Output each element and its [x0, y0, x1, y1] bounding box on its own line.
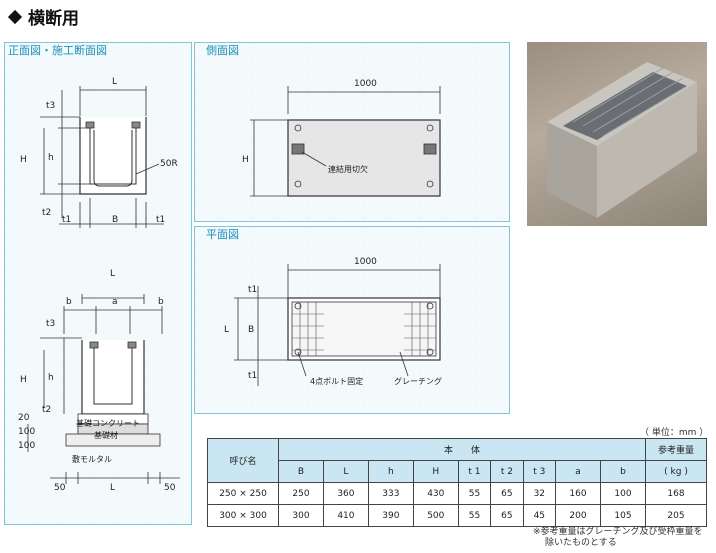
col-header: L: [322, 460, 369, 483]
connection-notch-label: 連結用切欠: [328, 164, 368, 174]
lower-dim-L: L: [110, 269, 115, 279]
lower-dim-100a: 100: [18, 427, 35, 437]
front-dim-B: B: [112, 215, 118, 225]
front-dim-50R: 50R: [160, 159, 178, 169]
front-dim-L: L: [112, 77, 117, 87]
table-cell: 390: [367, 504, 414, 527]
side-panel-tab: 側面図: [206, 44, 239, 57]
row-name: 250 × 250: [207, 482, 279, 505]
table-cell: 500: [412, 504, 459, 527]
table-cell: 410: [322, 504, 369, 527]
col-header: H: [412, 460, 459, 483]
table-cell: 300: [278, 504, 324, 527]
lower-dim-L-bottom: L: [110, 483, 115, 493]
front-dim-t3: t3: [46, 101, 55, 111]
lower-dim-H: H: [20, 375, 27, 385]
weight-note: ※参考重量はグレーチング及び受枠重量を 除いたものとする: [533, 527, 703, 549]
table-cell: 65: [490, 482, 524, 505]
col-header: t 2: [490, 460, 524, 483]
diamond-icon: [7, 9, 23, 25]
col-header: t 1: [457, 460, 492, 483]
table-cell: 65: [490, 504, 524, 527]
plan-dim-t1-top: t1: [248, 285, 257, 295]
plan-view-drawing: 1000 t1 L B t1 4点ボルト固定 グレーチング: [224, 257, 442, 386]
page-title-text: 横断用: [28, 9, 79, 29]
table-cell: 55: [457, 504, 492, 527]
lower-dim-b-right: b: [158, 297, 164, 307]
front-panel-tab: 正面図・施工断面図: [8, 44, 107, 57]
header-body: 本 体: [278, 438, 646, 461]
table-cell: 250: [278, 482, 324, 505]
lower-dim-100b: 100: [18, 441, 35, 451]
table-cell: 430: [412, 482, 459, 505]
table-cell: 360: [322, 482, 369, 505]
lower-dim-50-right: 50: [164, 483, 176, 493]
weight-note-line2: 除いたものとする: [545, 538, 617, 548]
front-dim-t2: t2: [42, 208, 51, 218]
plan-dim-1000: 1000: [354, 257, 377, 267]
lower-dim-h: h: [48, 373, 54, 383]
front-dim-t1-right: t1: [156, 215, 165, 225]
table-row: 300 × 300 300 410 390 500 55 65 45 200 1…: [207, 504, 707, 527]
lower-dim-b-left: b: [66, 297, 72, 307]
product-photo: [527, 42, 707, 226]
table-cell: 100: [599, 482, 647, 505]
grating-label: グレーチング: [394, 376, 442, 386]
side-dim-1000: 1000: [354, 79, 377, 89]
col-header: b: [599, 460, 647, 483]
weight-note-line1: ※参考重量はグレーチング及び受枠重量を: [533, 527, 703, 537]
unit-label: （ 単位：mm ）: [640, 428, 709, 438]
table-cell: 32: [522, 482, 557, 505]
table-row: 250 × 250 250 360 333 430 55 65 32 160 1…: [207, 482, 707, 505]
lower-dim-20: 20: [18, 413, 30, 423]
lower-dim-50-left: 50: [54, 483, 66, 493]
col-header: t 3: [522, 460, 557, 483]
col-header: h: [367, 460, 414, 483]
lower-dim-t2: t2: [42, 405, 51, 415]
table-cell: 200: [555, 504, 601, 527]
front-dim-H: H: [20, 155, 27, 165]
col-header: B: [278, 460, 324, 483]
header-name: 呼び名: [207, 438, 279, 483]
lower-dim-t3: t3: [46, 319, 55, 329]
header-weight: 参考重量: [645, 438, 707, 461]
side-view-drawing: 1000 H 連結用切欠: [242, 79, 441, 197]
plan-dim-t1-bottom: t1: [248, 371, 257, 381]
table-cell: 333: [367, 482, 414, 505]
foundation-concrete-label: 基礎コンクリート: [76, 418, 140, 428]
front-dim-h: h: [48, 153, 54, 163]
table-cell: 55: [457, 482, 492, 505]
table-cell: 45: [522, 504, 557, 527]
weight-cell: 205: [645, 504, 707, 527]
front-section-drawing: L t3 H h t2 t1 B t1 50R L b a b t3 H h t…: [18, 77, 180, 493]
product-photo-illustration: [547, 62, 697, 218]
col-header: a: [555, 460, 601, 483]
plan-dim-B: B: [248, 325, 254, 335]
front-dim-t1-left: t1: [62, 215, 71, 225]
plan-panel-tab: 平面図: [206, 228, 239, 241]
foundation-material-label: 基礎材: [94, 430, 118, 440]
side-dim-H: H: [242, 155, 249, 165]
row-name: 300 × 300: [207, 504, 279, 527]
mortar-label: 敷モルタル: [72, 454, 112, 464]
bolt-fix-label: 4点ボルト固定: [310, 376, 363, 386]
page-title: 横断用: [6, 4, 79, 29]
table-cell: 105: [599, 504, 647, 527]
table-cell: 160: [555, 482, 601, 505]
spec-table: 呼び名 本 体 参考重量 B L h H t 1 t 2 t 3 a b ( k…: [207, 438, 707, 527]
weight-unit: ( kg ): [645, 460, 707, 483]
weight-cell: 168: [645, 482, 707, 505]
lower-dim-a: a: [112, 297, 118, 307]
plan-dim-L: L: [224, 325, 229, 335]
